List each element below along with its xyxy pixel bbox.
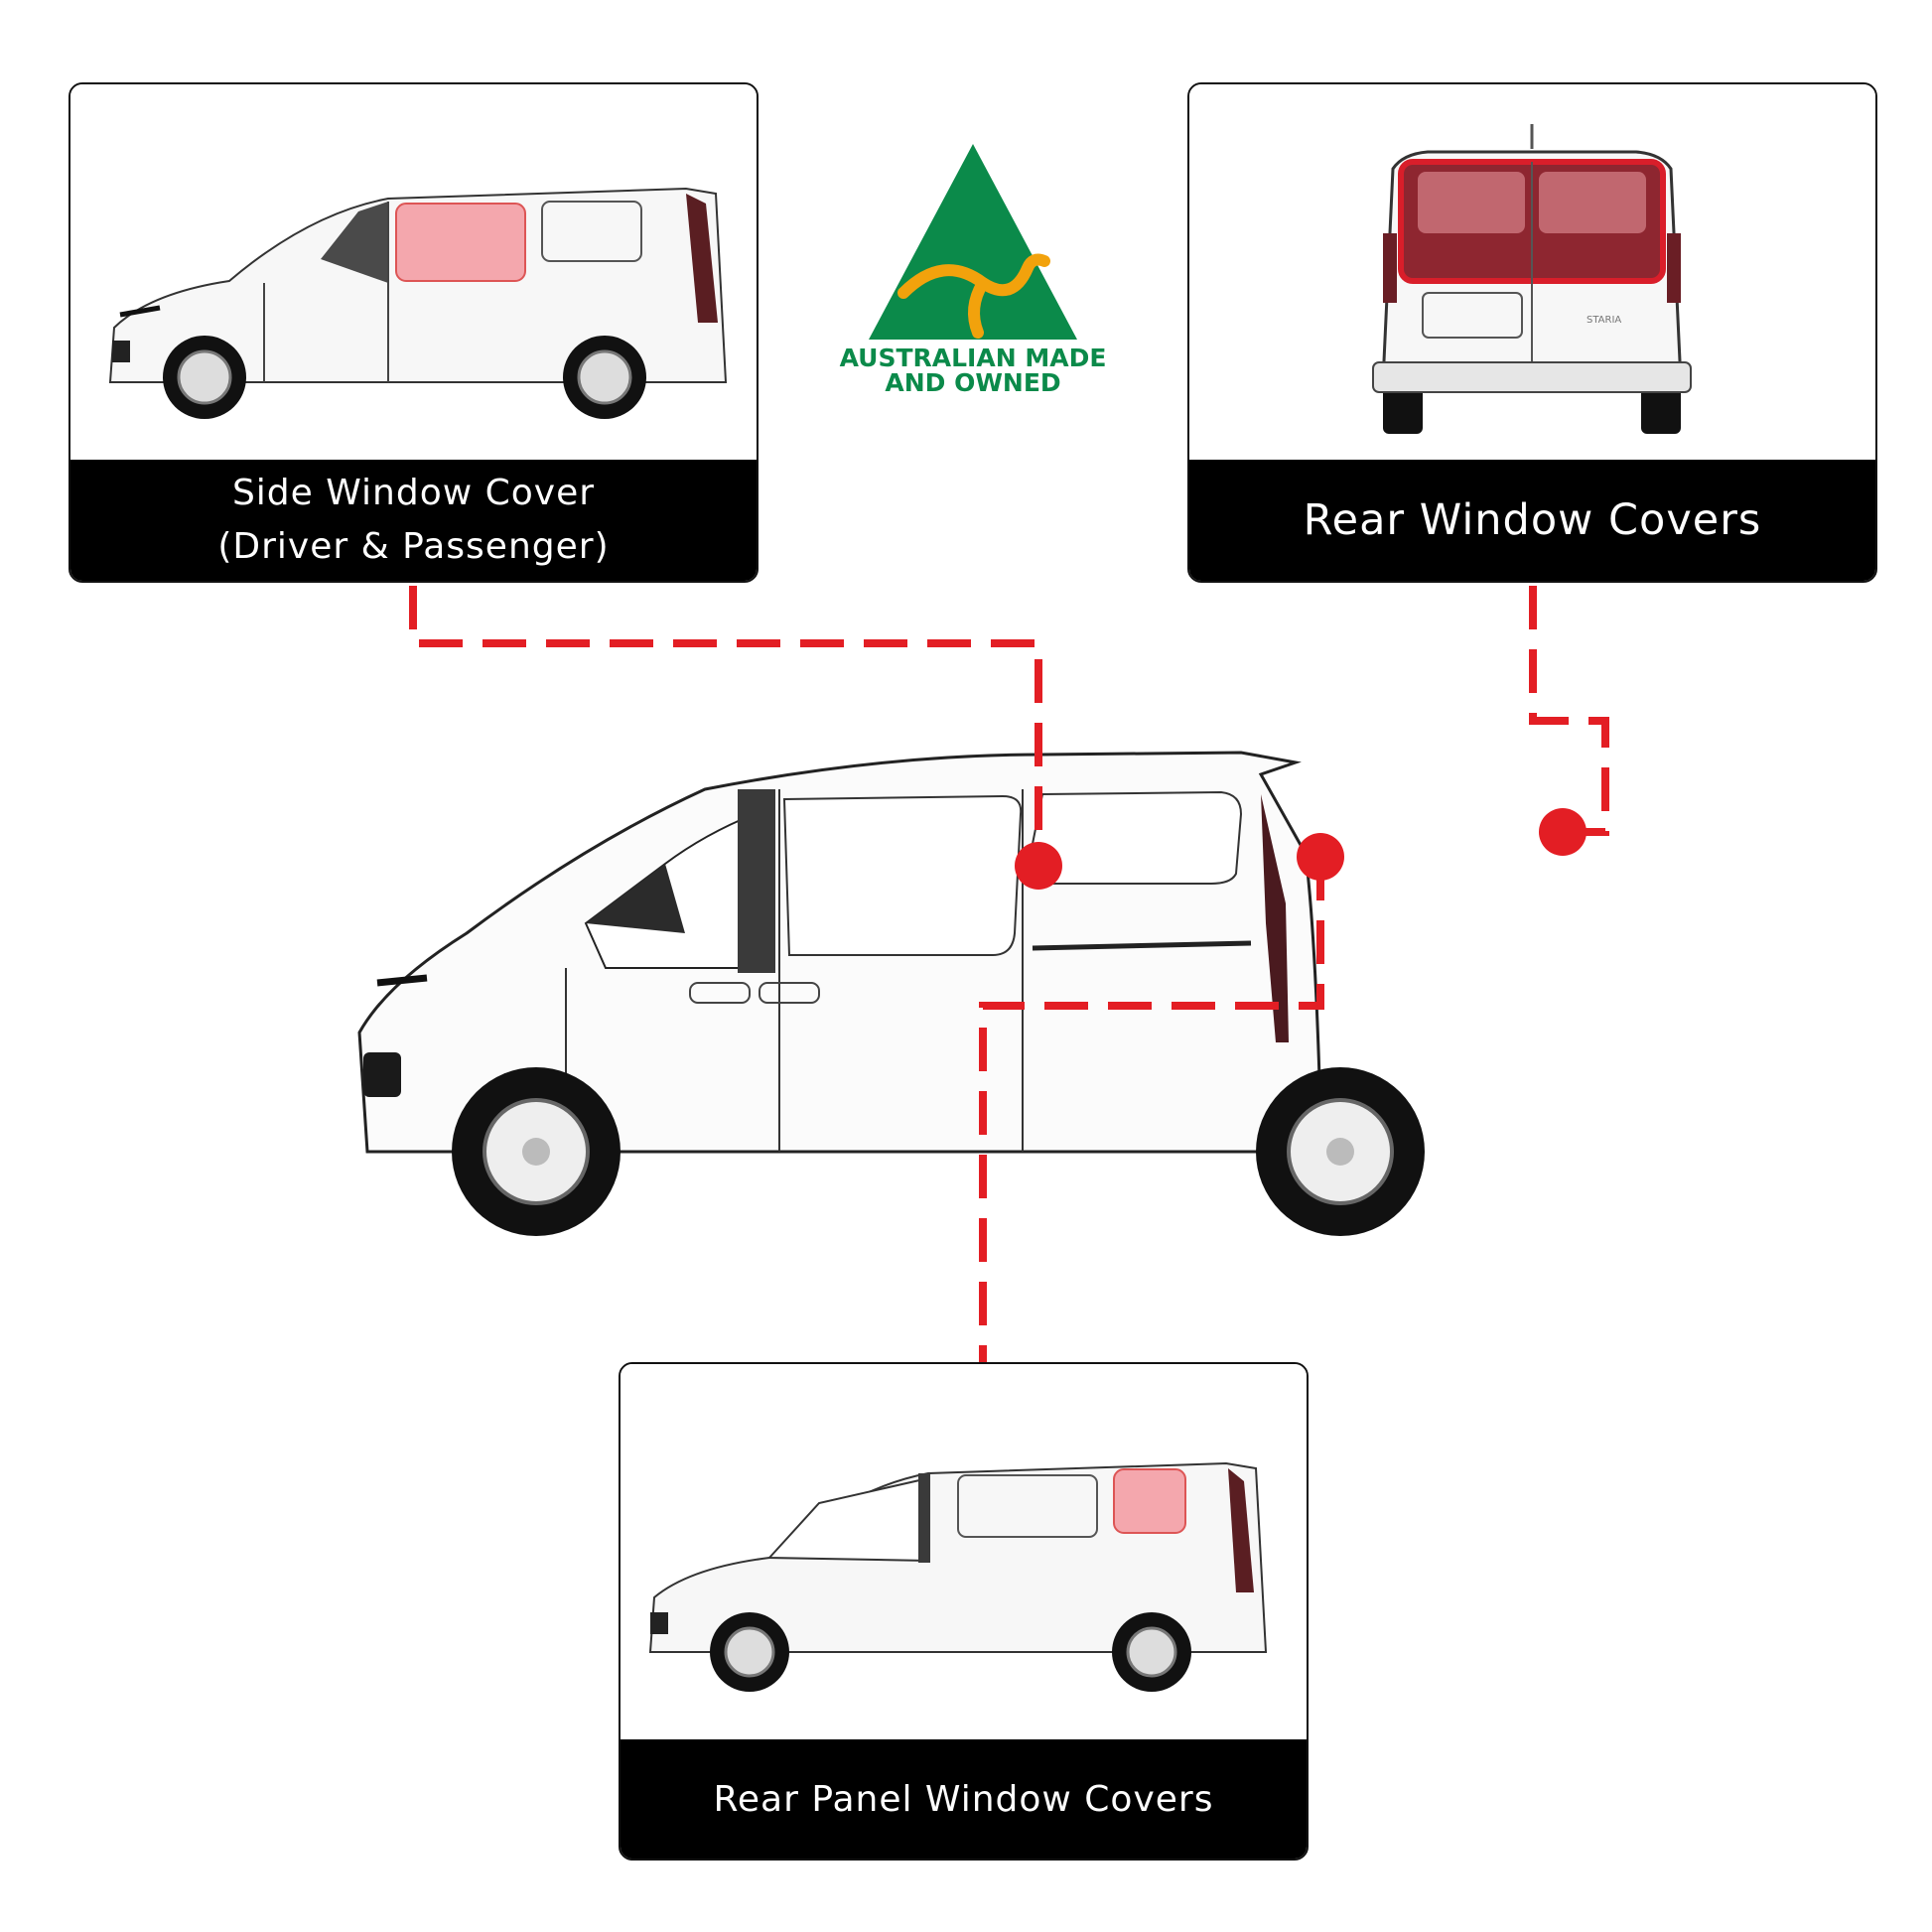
van-rear-view: STARIA: [1372, 124, 1692, 434]
rear-panel-cover-highlight: [1113, 1468, 1186, 1534]
side-window-cover-card: Side Window Cover (Driver & Passenger): [69, 82, 759, 583]
panel-van-illustration: [621, 1364, 1307, 1743]
side-window-caption: Side Window Cover (Driver & Passenger): [70, 460, 757, 581]
side-van-illustration: [70, 84, 757, 464]
van-side-small: [108, 187, 728, 419]
rear-van-illustration: STARIA: [1189, 84, 1875, 464]
logo-text-line1: AUSTRALIAN MADE: [839, 344, 1107, 372]
side-caption-line1: Side Window Cover: [231, 473, 596, 513]
rear-window-covers-card: STARIA Rear Window Covers: [1187, 82, 1877, 583]
rear-panel-caption: Rear Panel Window Covers: [621, 1739, 1307, 1859]
side-window-cover-highlight: [395, 203, 526, 282]
australian-made-logo: AUSTRALIAN MADE AND OWNED: [784, 79, 1162, 422]
main-van-illustration: [347, 735, 1588, 1261]
rear-caption-title: Rear Window Covers: [1303, 495, 1762, 545]
van-side-small-panel: [648, 1461, 1268, 1692]
logo-text-line2: AND OWNED: [885, 368, 1061, 397]
rear-panel-window-covers-card: Rear Panel Window Covers: [619, 1362, 1309, 1861]
panel-caption-title: Rear Panel Window Covers: [713, 1778, 1214, 1820]
side-caption-line2: (Driver & Passenger): [217, 526, 610, 567]
rear-badge: STARIA: [1587, 315, 1621, 326]
kangaroo-triangle-icon: [869, 144, 1077, 340]
rear-window-caption: Rear Window Covers: [1189, 460, 1875, 581]
